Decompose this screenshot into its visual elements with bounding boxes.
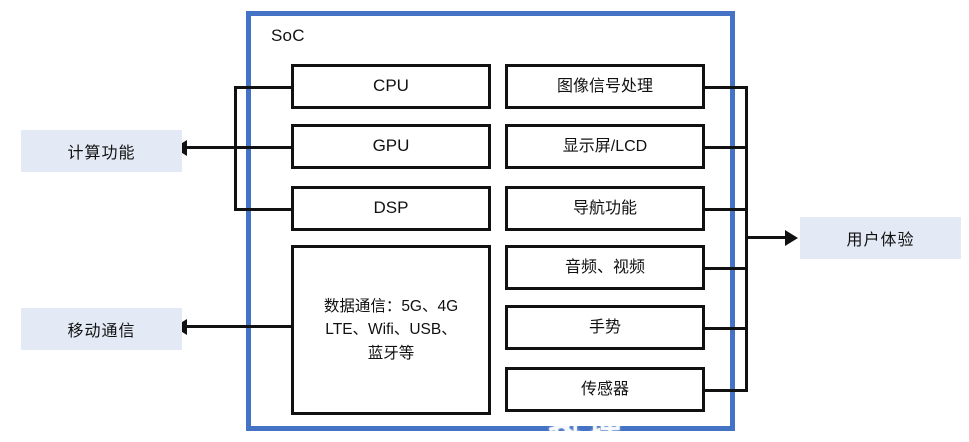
compute-stub-cpu [234,86,293,89]
experience-stub-sensor [703,389,748,392]
module-data-communication-line-1: 数据通信：5G、4G [323,298,459,316]
module-cpu[interactable]: CPU [291,64,491,109]
side-label-experience: 用户体验 [800,217,961,259]
module-sensor[interactable]: 传感器 [505,367,705,412]
module-sensor-label: 传感器 [580,380,629,398]
module-gesture-label: 手势 [588,318,621,336]
module-image-signal-processing[interactable]: 图像信号处理 [505,64,705,109]
module-dsp-label: DSP [373,198,409,218]
compute-arrow-line [186,146,296,149]
module-audio-video[interactable]: 音频、视频 [505,245,705,290]
module-display-lcd-label: 显示屏/LCD [562,137,648,155]
module-audio-video-label: 音频、视频 [564,258,645,276]
experience-stub-isp [703,86,748,89]
module-image-signal-processing-label: 图像信号处理 [556,77,653,95]
side-label-experience-text: 用户体验 [846,232,915,249]
module-gpu[interactable]: GPU [291,124,491,169]
experience-arrow-line [745,236,787,239]
side-label-mobile-text: 移动通信 [67,323,136,340]
module-navigation-label: 导航功能 [572,199,637,217]
module-data-communication-line-3: 蓝牙等 [367,344,415,362]
experience-arrow-head [785,230,798,246]
experience-stub-audio-video [703,267,748,270]
mobile-stub [234,325,294,328]
module-gesture[interactable]: 手势 [505,305,705,350]
side-label-mobile: 移动通信 [21,308,182,350]
experience-stub-navigation [703,208,748,211]
module-cpu-label: CPU [373,76,409,96]
module-data-communication[interactable]: 数据通信：5G、4G LTE、Wifi、USB、 蓝牙等 [291,245,491,415]
module-display-lcd[interactable]: 显示屏/LCD [505,124,705,169]
module-navigation[interactable]: 导航功能 [505,186,705,231]
module-data-communication-line-2: LTE、Wifi、USB、 [325,321,457,339]
side-label-compute-text: 计算功能 [67,145,136,162]
module-gpu-label: GPU [372,136,410,156]
module-dsp[interactable]: DSP [291,186,491,231]
experience-stub-gesture [703,327,748,330]
soc-title: SoC [271,26,305,45]
compute-stub-dsp [234,208,293,211]
experience-stub-display [703,146,748,149]
side-label-compute: 计算功能 [21,130,182,172]
